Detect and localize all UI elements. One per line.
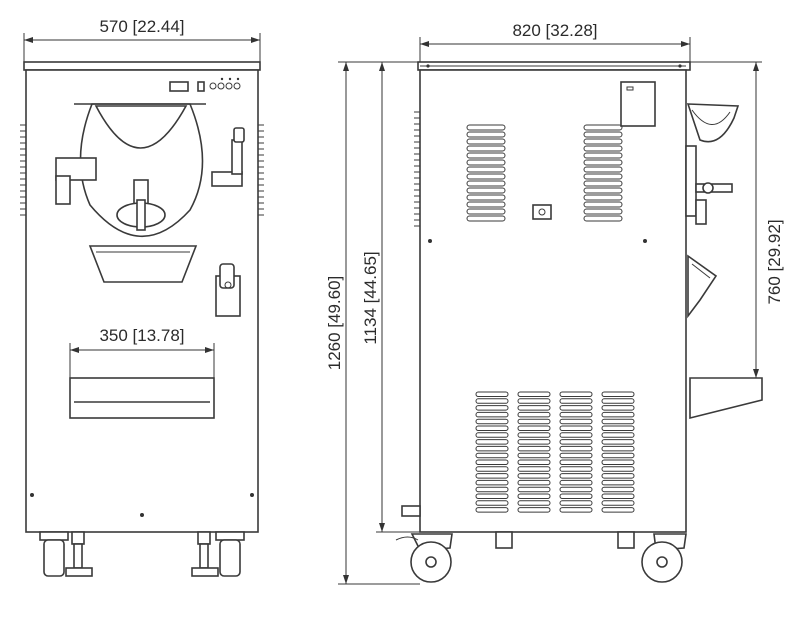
- freezing-cylinder-door: [55, 103, 245, 238]
- side-cabinet: [419, 69, 687, 533]
- dimension-front-width: 570 [22.44]: [99, 17, 184, 36]
- front-drawer: [69, 377, 215, 419]
- front-tray: [88, 245, 198, 283]
- bottom-bracket-left: [495, 531, 513, 549]
- side-casters: [395, 533, 687, 583]
- dimension-total-height: 1260 [49.60]: [325, 276, 344, 371]
- side-edge-vents: [414, 111, 420, 227]
- side-dispensing-unit: [685, 103, 763, 420]
- water-tap: [215, 263, 241, 317]
- drain-valve: [401, 505, 421, 517]
- bottom-bracket-right: [617, 531, 635, 549]
- dimension-spout-height: 760 [29.92]: [765, 219, 784, 304]
- side-view: 820 [32.28] 1260 [49.60] 1134 [44.65] 76…: [325, 21, 784, 585]
- lower-vent-grilles: [475, 391, 635, 513]
- dimension-inner-width: 350 [13.78]: [99, 326, 184, 345]
- upper-vent-grille-left: [466, 124, 506, 222]
- dimension-body-height: 1134 [44.65]: [361, 251, 380, 344]
- top-cover: [23, 61, 261, 71]
- lock-icon: [532, 204, 552, 220]
- dimension-side-depth: 820 [32.28]: [512, 21, 597, 40]
- front-casters: [39, 531, 245, 577]
- front-view: 570 [22.44]: [20, 17, 264, 577]
- upper-vent-grille-right: [583, 124, 623, 222]
- front-side-vents: [20, 124, 264, 216]
- control-panel: [169, 77, 241, 92]
- label-plate: [620, 81, 656, 127]
